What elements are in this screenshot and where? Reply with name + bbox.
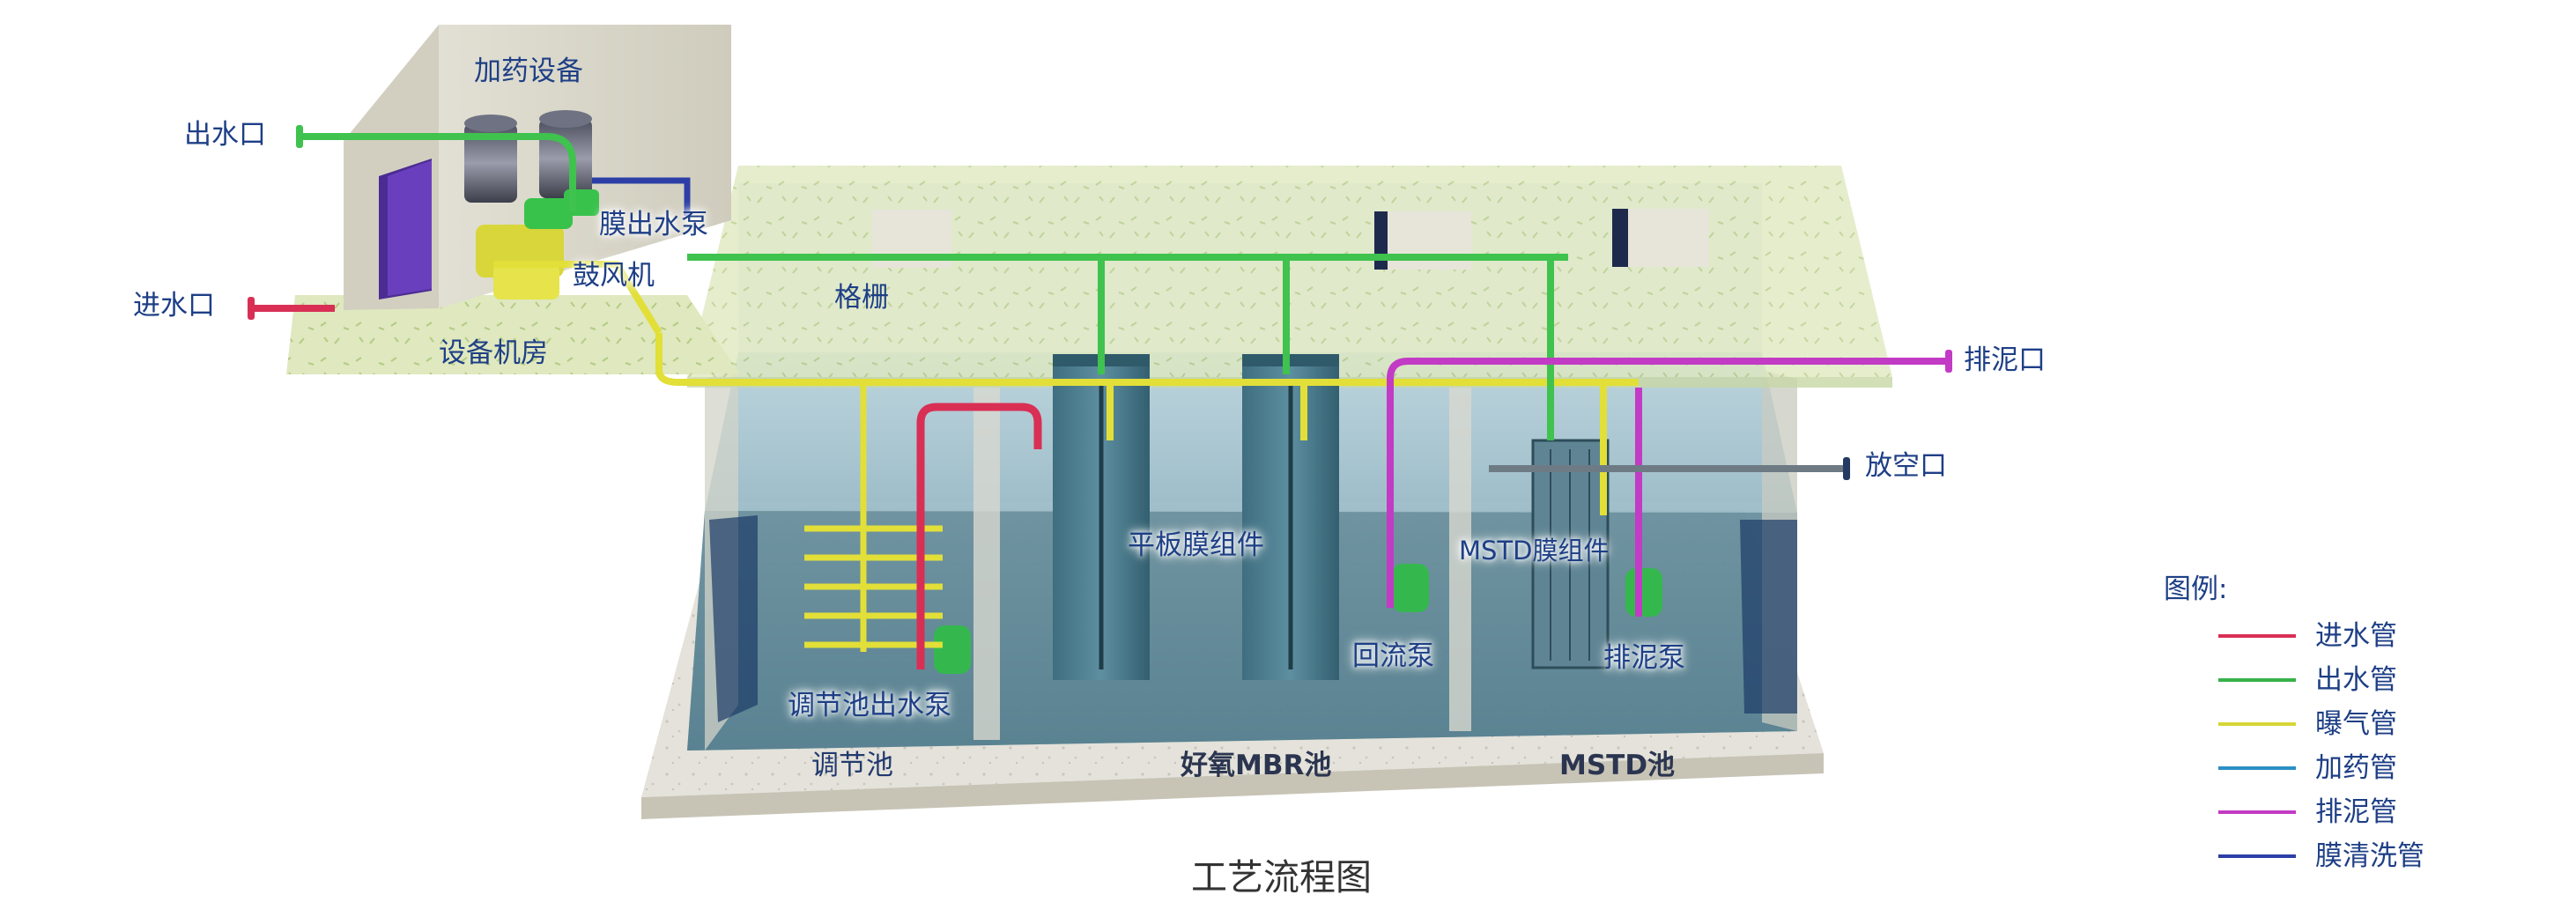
label-outlet: 出水口 [184,119,266,151]
label-inlet: 进水口 [133,290,215,322]
flat-membrane-modules [1053,354,1339,680]
legend-swatch [2218,722,2296,726]
legend-rows: 进水管出水管曝气管加药管排泥管膜清洗管 [2164,614,2424,878]
label-vent-outlet: 放空口 [1865,450,1947,482]
legend-label: 膜清洗管 [2315,839,2424,872]
aeration-pipe [493,261,1639,515]
sludge-pipe [1387,358,1947,617]
legend-item: 排泥管 [2218,790,2424,834]
legend-label: 出水管 [2315,663,2397,696]
label-mstd-membrane: MSTD膜组件 [1459,536,1610,566]
label-mbr-tank: 好氧MBR池 [1181,750,1332,781]
label-sludge-outlet: 排泥口 [1964,344,2046,376]
legend-swatch [2218,854,2296,858]
legend-item: 进水管 [2218,614,2424,658]
label-equipment-room: 设备机房 [439,337,548,369]
label-grille: 格栅 [834,282,889,314]
legend-item: 膜清洗管 [2218,834,2424,878]
legend-label: 曝气管 [2315,707,2397,740]
label-mstd-tank: MSTD池 [1559,750,1676,781]
pipe-flanges [248,125,1952,480]
label-regulating-pump: 调节池出水泵 [788,690,951,721]
legend-swatch [2218,678,2296,682]
label-flat-membrane: 平板膜组件 [1128,529,1264,561]
mstd-module [1531,439,1610,669]
legend-swatch [2218,634,2296,638]
legend-label: 进水管 [2315,619,2397,652]
submersible-pumps [934,564,1662,674]
inlet-pipe [251,305,1042,669]
legend-item: 出水管 [2218,658,2424,702]
label-regulating-tank: 调节池 [811,750,893,781]
label-return-pump: 回流泵 [1352,640,1434,672]
legend-label: 加药管 [2315,751,2397,784]
label-dosing-equipment: 加药设备 [474,55,583,87]
legend: 图例: 进水管出水管曝气管加药管排泥管膜清洗管 [2164,576,2424,878]
partition-walls [705,370,1797,751]
label-membrane-pump: 膜出水泵 [599,209,708,240]
legend-swatch [2218,810,2296,814]
legend-item: 曝气管 [2218,702,2424,746]
cleaning-pipe [592,177,691,216]
legend-label: 排泥管 [2315,795,2397,828]
diagram-title: 工艺流程图 [1191,856,1372,899]
outlet-pipe [300,133,1568,440]
label-sludge-pump: 排泥泵 [1603,642,1685,674]
label-blower: 鼓风机 [573,260,655,292]
legend-item: 加药管 [2218,746,2424,790]
legend-swatch [2218,766,2296,770]
legend-title: 图例: [2164,573,2228,605]
